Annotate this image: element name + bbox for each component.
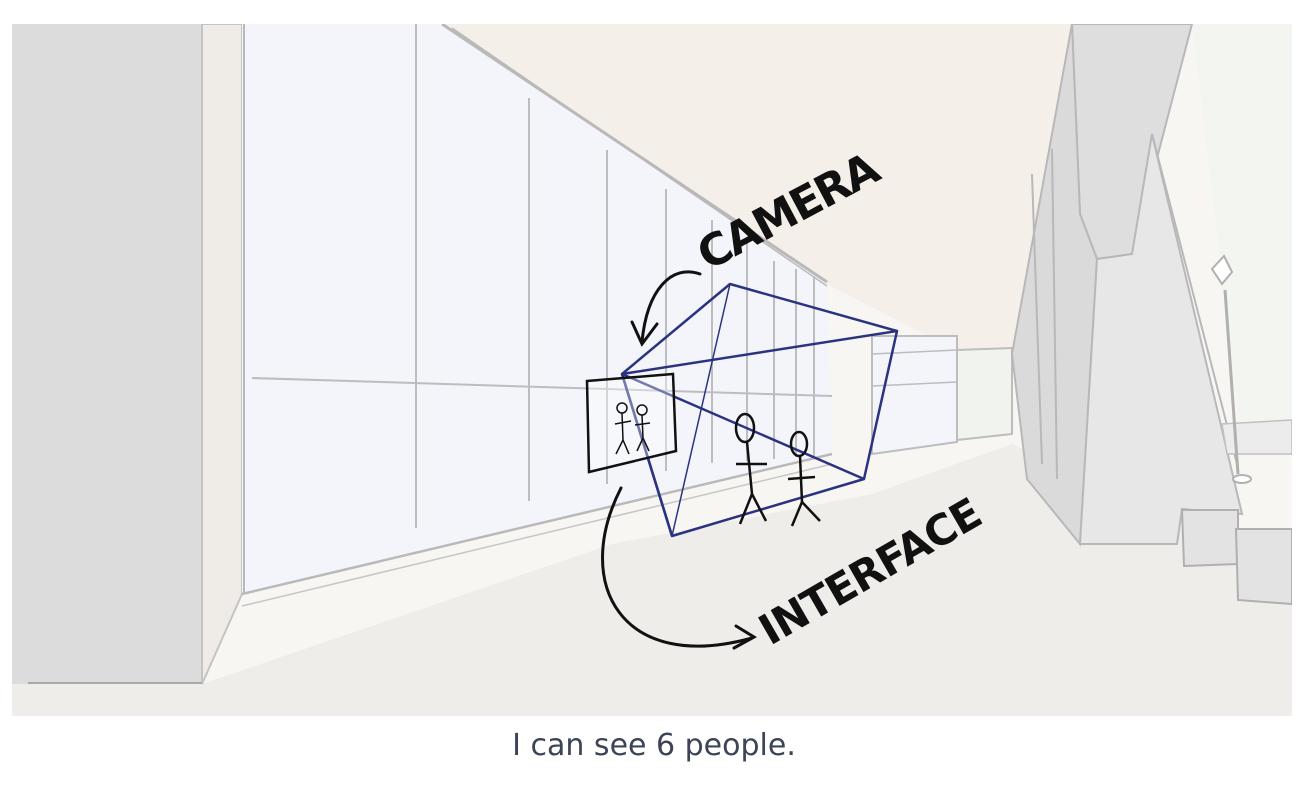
interface-screen bbox=[585, 372, 678, 474]
stick-figure-icon bbox=[614, 402, 632, 455]
left-pillar bbox=[12, 24, 243, 685]
stick-figure-icon bbox=[734, 412, 768, 525]
stick-figure-icon bbox=[634, 404, 651, 452]
camera-frustum-icon bbox=[620, 282, 899, 538]
camera-arrow-icon bbox=[630, 270, 702, 347]
far-building bbox=[871, 335, 1013, 456]
interface-arrow-icon bbox=[601, 486, 757, 650]
sky bbox=[442, 24, 1072, 354]
floor bbox=[12, 444, 1292, 716]
caption: I can see 6 people. bbox=[512, 728, 796, 763]
street-lamp-icon bbox=[1210, 254, 1252, 484]
scene-illustration: CAMERA INTERFACE bbox=[12, 24, 1292, 716]
right-structure bbox=[1010, 24, 1292, 606]
glass-wall bbox=[241, 24, 833, 607]
stick-figure-icon bbox=[787, 430, 821, 527]
